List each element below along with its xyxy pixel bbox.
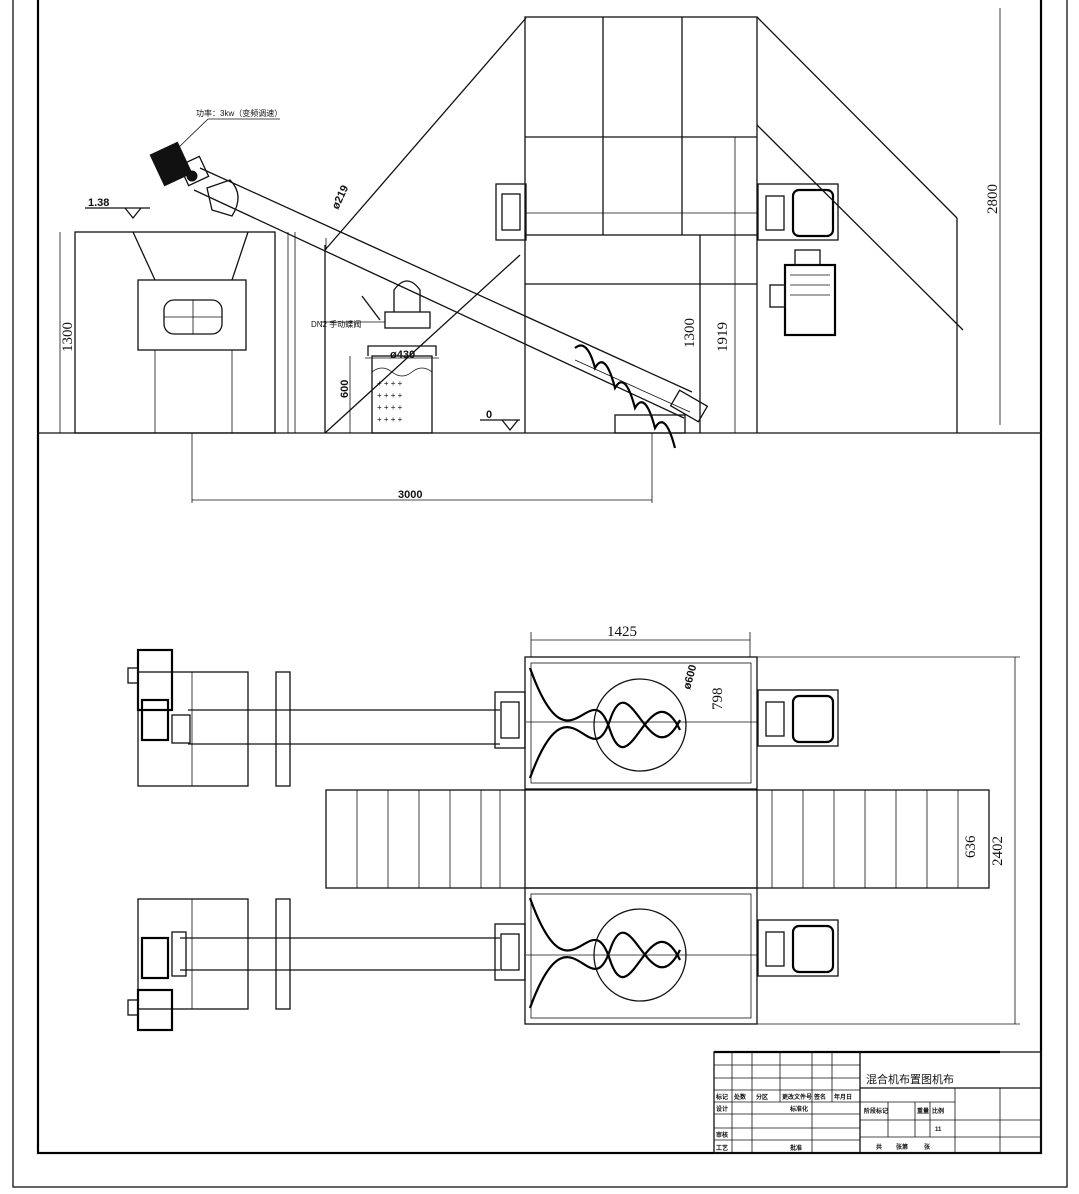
level-marker-zero: 0 xyxy=(480,409,520,432)
feed-hopper xyxy=(74,231,276,434)
dim-bottom-span: 3000 xyxy=(191,433,653,503)
motor-note-label: 功率：3kw（变频调速） xyxy=(196,108,282,118)
tb-total: 共 xyxy=(876,1143,882,1151)
tb-sheet-no: 11 xyxy=(935,1127,942,1133)
tb-col-mark: 标记 xyxy=(715,1093,728,1101)
dim-mixer-height-b-label: 1919 xyxy=(715,322,731,352)
tb-col-sign: 签名 xyxy=(813,1093,826,1101)
dim-left-height: 1300 xyxy=(59,232,76,433)
tb-weight: 重量 xyxy=(917,1107,929,1115)
svg-text:+ + + +: + + + + xyxy=(377,391,403,400)
dim-mixer-width-label: 1425 xyxy=(607,624,637,640)
outer-frame xyxy=(12,0,1068,1188)
tb-col-count: 处数 xyxy=(733,1093,747,1101)
dim-left-height-label: 1300 xyxy=(60,322,76,352)
screw-conveyor: 功率：3kw（变频调速） ø219 xyxy=(149,108,709,449)
dim-mixer-height-a-label: 1300 xyxy=(682,318,698,348)
title-block: 标记 处数 分区 更改文件号 签名 年月日 设计 审核 工艺 标准化 批准 混合… xyxy=(713,1050,1042,1154)
tb-row-design: 设计 xyxy=(716,1105,728,1113)
level-high-label: 1.38 xyxy=(88,197,109,209)
drawing-title: 混合机布置图机布 xyxy=(866,1072,954,1086)
dim-total-height-label: 2800 xyxy=(985,184,1001,214)
dim-bag-dia-label: ø430 xyxy=(390,349,415,361)
elevation-view: 1.38 1300 3000 xyxy=(59,8,1001,503)
mixer-tower: 1300 1919 2800 xyxy=(495,8,1001,434)
tb-standardization: 标准化 xyxy=(789,1105,808,1113)
tb-row-review: 审核 xyxy=(716,1131,728,1139)
dim-bag-height-label: 600 xyxy=(339,380,351,398)
plan-conveyor-lower xyxy=(127,898,526,1032)
plan-mixer-lower xyxy=(524,887,839,1025)
plan-view: ø600 798 1425 636 xyxy=(127,624,1020,1032)
tb-scale: 比例 xyxy=(932,1107,944,1115)
dim-mixer-depth-label: 798 xyxy=(710,688,726,711)
dim-overall: 2402 xyxy=(757,656,1020,1025)
tb-col-zone: 分区 xyxy=(756,1093,768,1101)
tb-sheet-end: 张 xyxy=(924,1143,931,1151)
svg-text:+ + + +: + + + + xyxy=(377,403,403,412)
plan-conveyor-upper xyxy=(127,648,526,787)
tb-sheet: 张第 xyxy=(896,1143,908,1151)
level-marker-high: 1.38 xyxy=(85,197,150,220)
level-zero-label: 0 xyxy=(486,409,492,421)
dim-mixer-width: 1425 xyxy=(530,624,751,657)
svg-text:+ + + +: + + + + xyxy=(377,379,403,388)
dim-drum-dia-label: ø600 xyxy=(681,663,699,690)
inner-frame xyxy=(36,0,1043,1155)
tb-col-date: 年月日 xyxy=(834,1093,852,1101)
dim-bottom-span-label: 3000 xyxy=(398,489,422,501)
valve-note-label: DN2 手动蝶阀 xyxy=(311,319,361,329)
tb-stage-mark: 阶段标记 xyxy=(864,1107,888,1115)
dim-pipe-dia-label: ø219 xyxy=(330,183,351,211)
plan-platform: 636 xyxy=(325,789,990,889)
valve-and-bag: DN2 手动蝶阀 + + + + + + + + + + + + + + + +… xyxy=(311,280,439,434)
plan-mixer-upper: ø600 798 xyxy=(524,656,839,790)
tb-approve: 批准 xyxy=(790,1144,802,1152)
conveyor-support xyxy=(287,17,527,434)
tb-col-change-doc: 更改文件号 xyxy=(782,1093,812,1101)
dim-gap-label: 636 xyxy=(963,835,979,858)
svg-text:+ + + +: + + + + xyxy=(377,415,403,424)
tb-row-process: 工艺 xyxy=(716,1144,728,1152)
dim-overall-label: 2402 xyxy=(990,836,1006,866)
